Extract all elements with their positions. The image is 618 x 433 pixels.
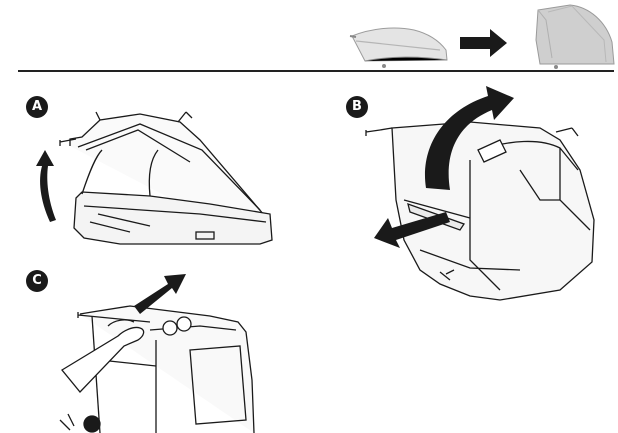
step-b-illustration [365, 121, 595, 301]
step-a-illustration [59, 111, 273, 245]
header-divider [18, 70, 614, 72]
up-right-arrow-icon [134, 274, 186, 314]
down-left-arrow-icon [374, 212, 450, 248]
step-c-badge: C [26, 270, 48, 292]
unfolded-trailer-icon [535, 4, 615, 69]
step-c-illustration [59, 305, 255, 433]
step-a-badge: A [26, 96, 48, 118]
folded-trailer-icon [349, 27, 448, 68]
step-b-badge: B [346, 96, 368, 118]
curved-up-arrow-icon [36, 150, 56, 222]
curved-lift-arrow-icon [424, 86, 514, 190]
right-arrow-icon [460, 29, 507, 57]
